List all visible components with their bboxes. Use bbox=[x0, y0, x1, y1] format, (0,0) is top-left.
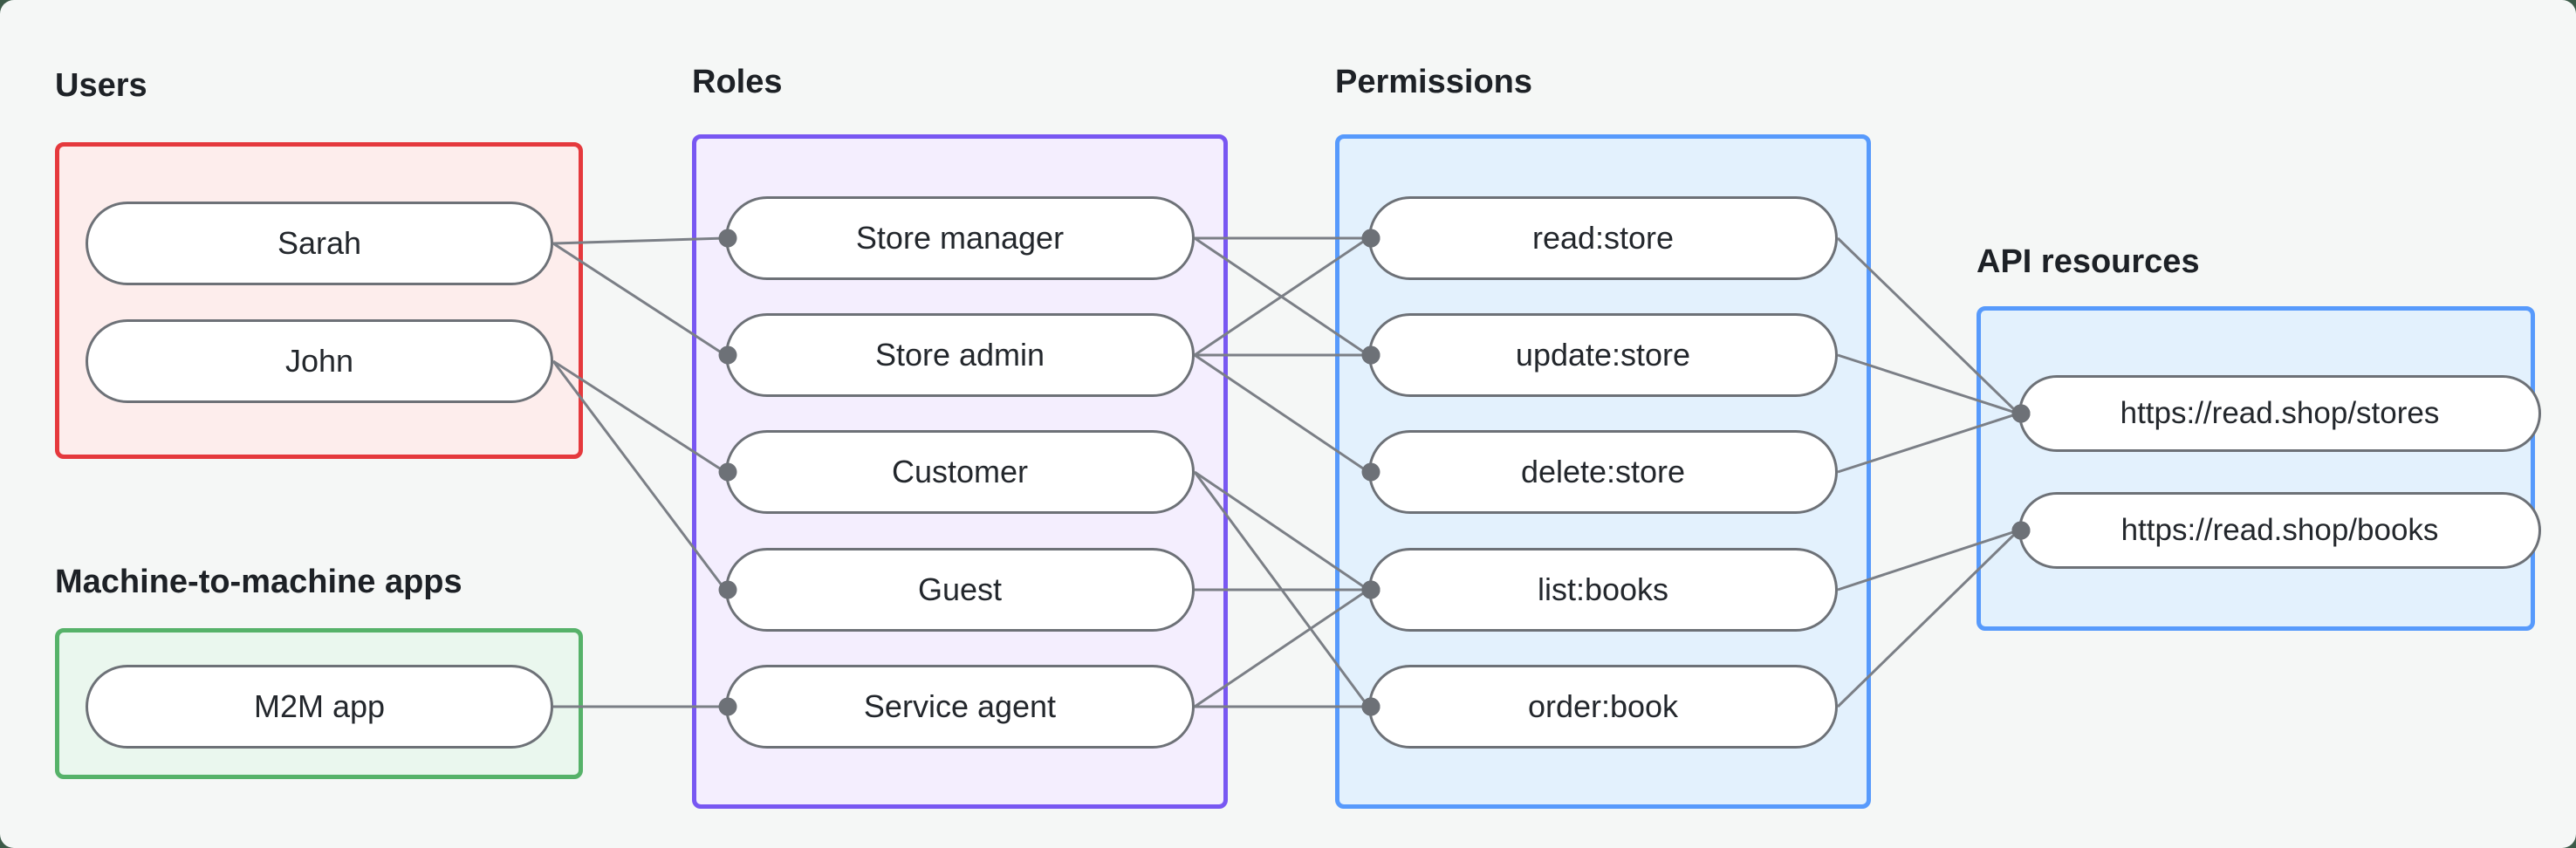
node-m2m-app: M2M app bbox=[86, 665, 553, 749]
node-store-admin: Store admin bbox=[725, 313, 1195, 397]
node-sarah: Sarah bbox=[86, 202, 553, 285]
node-list-books: list:books bbox=[1368, 548, 1838, 632]
users-group-label: Users bbox=[55, 67, 147, 104]
node-stores-resource: https://read.shop/stores bbox=[2018, 375, 2541, 452]
node-john: John bbox=[86, 319, 553, 403]
node-guest: Guest bbox=[725, 548, 1195, 632]
users-group-box bbox=[55, 142, 583, 459]
api-resources-group-box bbox=[1977, 306, 2535, 631]
node-service-agent: Service agent bbox=[725, 665, 1195, 749]
node-read-store: read:store bbox=[1368, 196, 1838, 280]
permissions-group-label: Permissions bbox=[1335, 64, 1532, 100]
node-customer: Customer bbox=[725, 430, 1195, 514]
node-update-store: update:store bbox=[1368, 313, 1838, 397]
node-delete-store: delete:store bbox=[1368, 430, 1838, 514]
node-books-resource: https://read.shop/books bbox=[2018, 492, 2541, 569]
api-resources-group-label: API resources bbox=[1977, 243, 2200, 280]
m2m-group-label: Machine-to-machine apps bbox=[55, 564, 462, 600]
node-order-book: order:book bbox=[1368, 665, 1838, 749]
node-store-manager: Store manager bbox=[725, 196, 1195, 280]
roles-group-label: Roles bbox=[692, 64, 783, 100]
